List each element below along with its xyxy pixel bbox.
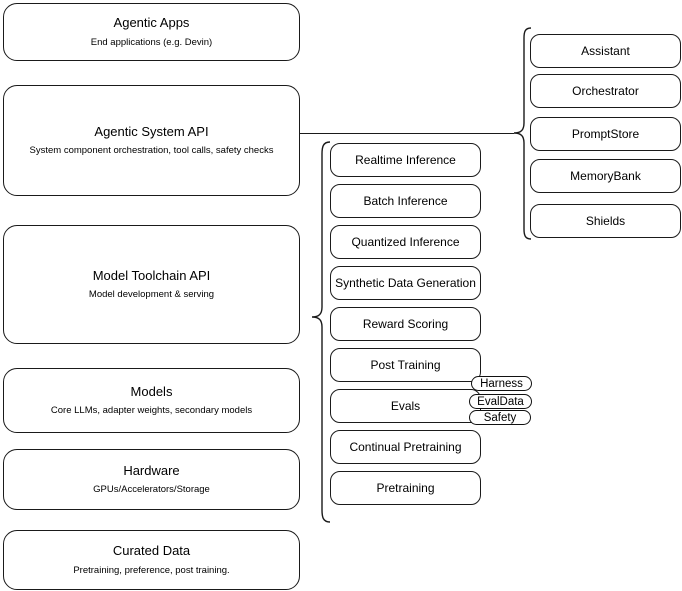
evals-subcomponent-label: Safety xyxy=(483,411,517,424)
layer-box-agentic-apps[interactable]: Agentic Apps End applications (e.g. Devi… xyxy=(3,3,300,61)
capability-box-reward-scoring[interactable]: Reward Scoring xyxy=(330,307,481,341)
layer-title: Curated Data xyxy=(112,543,191,559)
component-box-memorybank[interactable]: MemoryBank xyxy=(530,159,681,193)
layer-title: Models xyxy=(130,383,173,399)
component-label: MemoryBank xyxy=(570,168,641,183)
evals-subcomponent-harness[interactable]: Harness xyxy=(471,376,532,391)
capability-label: Pretraining xyxy=(376,480,435,495)
layer-box-model-toolchain-api[interactable]: Model Toolchain API Model development & … xyxy=(3,225,300,344)
brace-agentic-system-components xyxy=(513,27,532,240)
connector-agentic-system-api-to-components xyxy=(300,133,514,135)
layer-box-agentic-system-api[interactable]: Agentic System API System component orch… xyxy=(3,85,300,196)
evals-subcomponent-safety[interactable]: Safety xyxy=(469,410,531,425)
evals-subcomponent-label: Harness xyxy=(480,377,523,390)
evals-subcomponent-label: EvalData xyxy=(477,395,524,408)
brace-model-toolchain xyxy=(311,141,331,523)
capability-box-realtime-inference[interactable]: Realtime Inference xyxy=(330,143,481,177)
layer-subtitle: System component orchestration, tool cal… xyxy=(29,145,274,157)
layer-subtitle: End applications (e.g. Devin) xyxy=(90,36,213,48)
capability-label: Post Training xyxy=(370,357,441,372)
layer-box-curated-data[interactable]: Curated Data Pretraining, preference, po… xyxy=(3,530,300,590)
capability-label: Batch Inference xyxy=(363,193,448,208)
component-label: Shields xyxy=(585,213,626,228)
component-label: Assistant xyxy=(581,43,630,58)
layer-subtitle: Model development & serving xyxy=(88,289,215,301)
layer-box-hardware[interactable]: Hardware GPUs/Accelerators/Storage xyxy=(3,449,300,510)
capability-box-pretraining[interactable]: Pretraining xyxy=(330,471,481,505)
capability-box-synthetic-data-generation[interactable]: Synthetic Data Generation xyxy=(330,266,481,300)
capability-label: Quantized Inference xyxy=(351,234,460,249)
layer-subtitle: Core LLMs, adapter weights, secondary mo… xyxy=(50,405,253,417)
capability-box-continual-pretraining[interactable]: Continual Pretraining xyxy=(330,430,481,464)
capability-box-evals[interactable]: Evals xyxy=(330,389,481,423)
component-box-promptstore[interactable]: PromptStore xyxy=(530,117,681,151)
capability-label: Reward Scoring xyxy=(362,316,449,331)
capability-label: Continual Pretraining xyxy=(349,439,462,454)
layer-title: Model Toolchain API xyxy=(92,267,211,283)
layer-subtitle: Pretraining, preference, post training. xyxy=(73,564,230,576)
capability-box-batch-inference[interactable]: Batch Inference xyxy=(330,184,481,218)
capability-label: Synthetic Data Generation xyxy=(335,275,476,290)
capability-label: Evals xyxy=(390,398,421,413)
capability-box-quantized-inference[interactable]: Quantized Inference xyxy=(330,225,481,259)
evals-subcomponent-evaldata[interactable]: EvalData xyxy=(469,394,532,409)
component-box-assistant[interactable]: Assistant xyxy=(530,34,681,68)
component-box-orchestrator[interactable]: Orchestrator xyxy=(530,74,681,108)
layer-subtitle: GPUs/Accelerators/Storage xyxy=(93,484,210,496)
component-box-shields[interactable]: Shields xyxy=(530,204,681,238)
layer-title: Hardware xyxy=(123,462,180,478)
layer-title: Agentic Apps xyxy=(113,15,190,31)
component-label: PromptStore xyxy=(571,126,640,141)
layer-box-models[interactable]: Models Core LLMs, adapter weights, secon… xyxy=(3,368,300,433)
capability-label: Realtime Inference xyxy=(355,152,456,167)
capability-box-post-training[interactable]: Post Training xyxy=(330,348,481,382)
component-label: Orchestrator xyxy=(572,83,639,98)
layer-title: Agentic System API xyxy=(94,123,209,139)
